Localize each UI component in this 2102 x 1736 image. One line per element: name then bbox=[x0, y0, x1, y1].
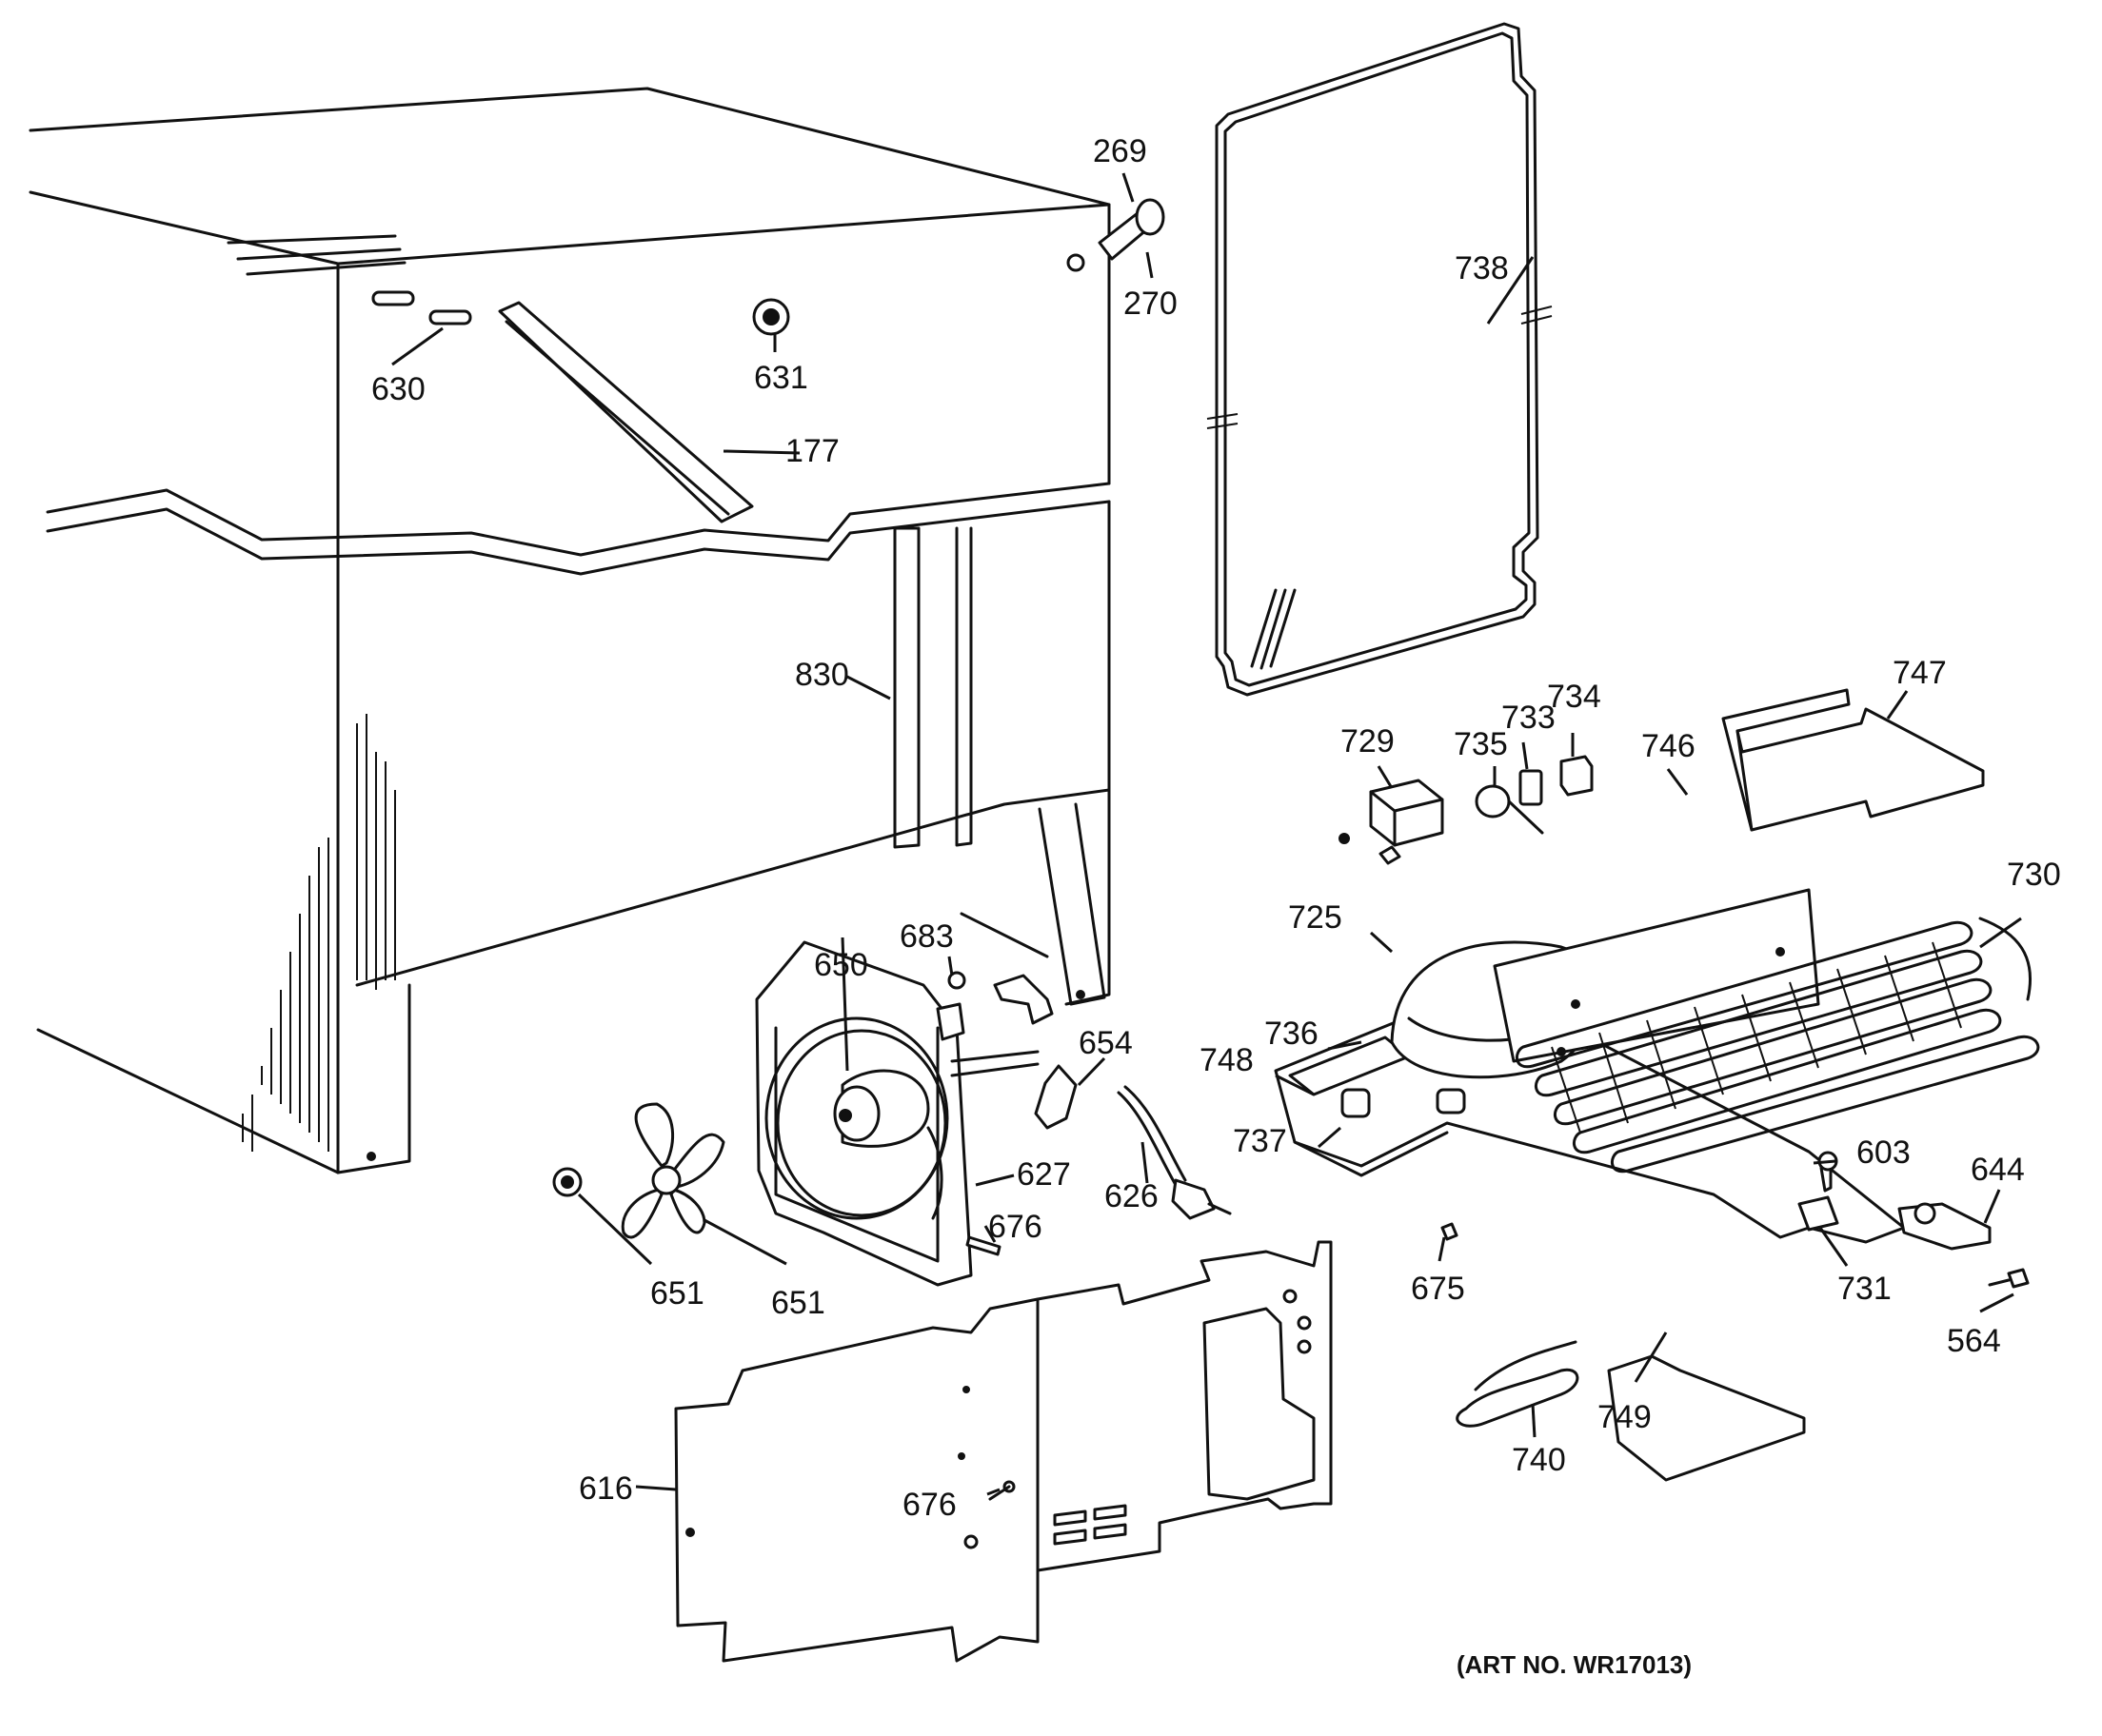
callout-270: 270 bbox=[1123, 286, 1178, 322]
callout-730: 730 bbox=[2007, 857, 2061, 893]
condenser-coil bbox=[1517, 918, 2037, 1172]
callout-651-right: 651 bbox=[771, 1285, 825, 1321]
callout-731: 731 bbox=[1837, 1271, 1892, 1307]
leader-lines bbox=[392, 173, 2021, 1494]
cord-parts bbox=[1119, 1087, 1230, 1218]
compressor-assembly bbox=[1276, 890, 2038, 1242]
callout-676-fan: 676 bbox=[988, 1209, 1042, 1245]
callout-676-panel: 676 bbox=[902, 1487, 957, 1523]
callout-748: 748 bbox=[1200, 1042, 1254, 1078]
callout-725: 725 bbox=[1288, 899, 1342, 936]
callout-830: 830 bbox=[795, 657, 849, 693]
callout-654: 654 bbox=[1079, 1025, 1133, 1061]
callout-269: 269 bbox=[1093, 133, 1147, 169]
callout-603: 603 bbox=[1856, 1134, 1911, 1171]
art-number: (ART NO. WR17013) bbox=[1457, 1650, 1692, 1679]
callout-733: 733 bbox=[1501, 700, 1556, 736]
callout-746: 746 bbox=[1641, 728, 1695, 764]
fan-motor-assembly bbox=[554, 942, 1076, 1285]
callout-675: 675 bbox=[1411, 1271, 1465, 1307]
callout-737: 737 bbox=[1233, 1123, 1287, 1159]
callout-734: 734 bbox=[1547, 679, 1601, 715]
callout-738: 738 bbox=[1455, 250, 1509, 286]
callout-564: 564 bbox=[1947, 1323, 2001, 1359]
callout-651-left: 651 bbox=[650, 1275, 704, 1312]
callout-650: 650 bbox=[814, 947, 868, 983]
callout-747: 747 bbox=[1893, 655, 1947, 691]
callout-683: 683 bbox=[900, 918, 954, 955]
bottom-cover-panel bbox=[676, 1242, 1331, 1661]
callout-626: 626 bbox=[1104, 1178, 1159, 1214]
callout-749: 749 bbox=[1597, 1399, 1652, 1435]
callout-631: 631 bbox=[754, 360, 808, 396]
cabinet bbox=[30, 89, 1163, 1173]
callout-630: 630 bbox=[371, 371, 426, 407]
callout-177: 177 bbox=[785, 433, 840, 469]
callout-644: 644 bbox=[1971, 1152, 2025, 1188]
callout-740: 740 bbox=[1512, 1442, 1566, 1478]
callout-616: 616 bbox=[579, 1470, 633, 1507]
callout-736: 736 bbox=[1264, 1016, 1319, 1052]
relay-overload-parts bbox=[1339, 690, 1983, 863]
callouts: 269 270 630 631 177 830 738 729 735 733 … bbox=[371, 133, 2061, 1679]
callout-729: 729 bbox=[1340, 723, 1395, 760]
callout-627: 627 bbox=[1017, 1156, 1071, 1193]
callout-735: 735 bbox=[1454, 726, 1508, 762]
door-gasket bbox=[1207, 24, 1552, 695]
